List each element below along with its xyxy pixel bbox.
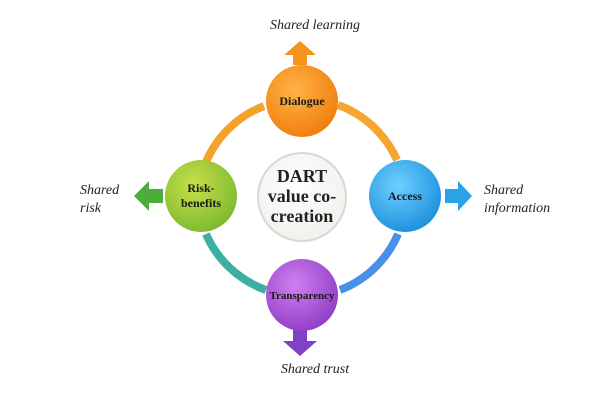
center-line-2: value co- (268, 186, 336, 206)
node-access: Access (369, 160, 441, 232)
outcome-shared-information-line-2: information (484, 201, 550, 216)
node-dialogue: Dialogue (266, 65, 338, 137)
outcome-shared-information-line-1: Shared (484, 183, 524, 198)
outcome-shared-trust: Shared trust (281, 362, 350, 377)
outcome-shared-learning: Shared learning (270, 18, 360, 33)
outcome-shared-risk-line-2: risk (80, 201, 102, 216)
arrow-left-icon (134, 181, 163, 211)
center-line-3: creation (271, 206, 334, 226)
arrow-up-icon (284, 41, 316, 65)
outcome-shared-risk-line-1: Shared (80, 183, 120, 198)
center-line-1: DART (277, 166, 327, 186)
ring-arc-top-right (336, 101, 401, 162)
node-transparency: Transparency (266, 259, 338, 331)
center-node: DART value co- creation (257, 152, 347, 242)
node-risk-line-1: Risk- (187, 181, 214, 195)
node-access-label: Access (388, 189, 422, 203)
node-transparency-label: Transparency (270, 290, 335, 302)
ring-arc-bottom-right (338, 232, 402, 294)
arrow-right-icon (445, 181, 472, 211)
ring-arc-bottom-left (202, 232, 268, 294)
node-risk-line-2: benefits (181, 196, 221, 210)
ring-arc-top-left (202, 102, 266, 164)
arrow-down-icon (283, 330, 317, 356)
node-dialogue-label: Dialogue (279, 94, 325, 108)
node-risk-benefits: Risk- benefits (165, 160, 237, 232)
